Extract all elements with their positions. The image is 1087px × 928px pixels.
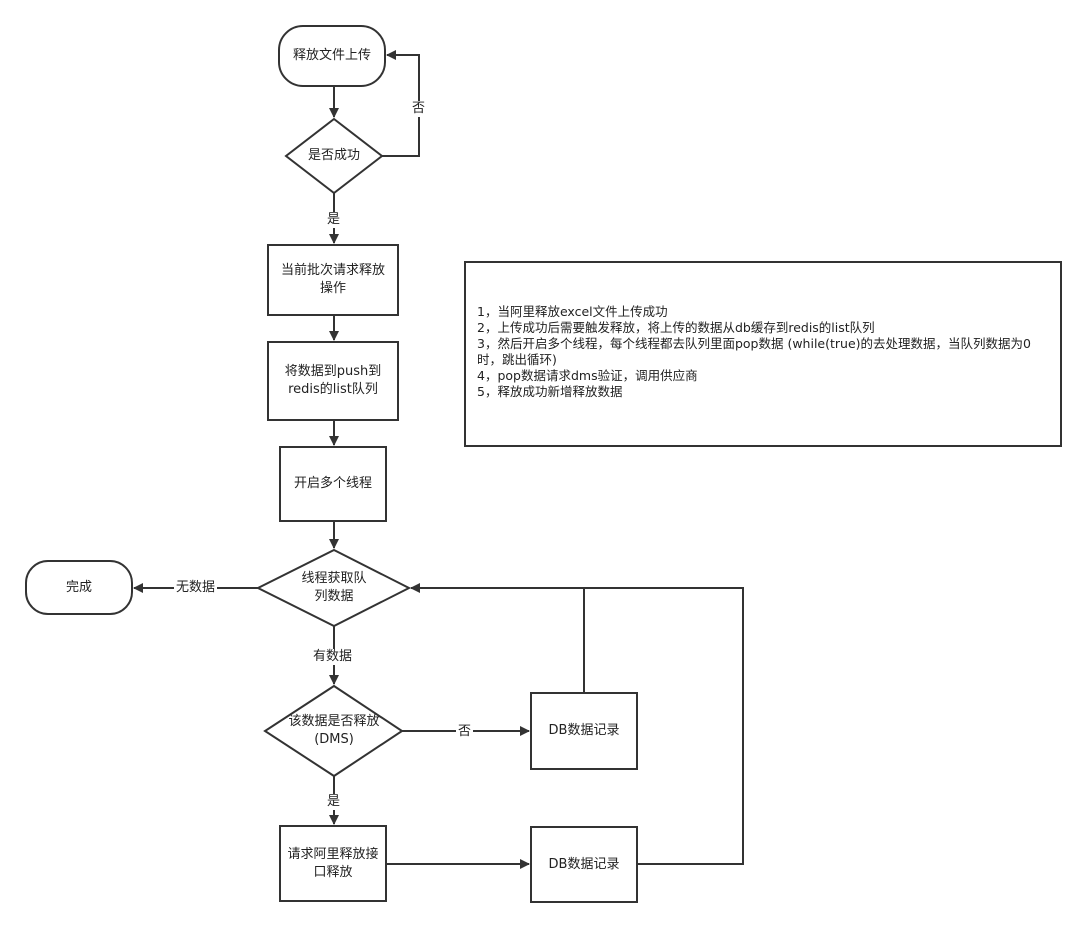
request-release-label: 当前批次请求释放操作 bbox=[280, 263, 385, 296]
db-record-1-shape bbox=[530, 692, 638, 770]
edge-db2-loop bbox=[584, 587, 744, 865]
dms-decision: 该数据是否释放(DMS) bbox=[280, 710, 388, 752]
db-record-2-label: DB数据记录 bbox=[548, 856, 620, 872]
note-item-3: 3，然后开启多个线程，每个线程都去队列里面pop数据 (while(true)的… bbox=[477, 336, 1031, 367]
edge-label-not-released: 否 bbox=[456, 724, 474, 740]
done-label: 完成 bbox=[65, 579, 92, 595]
request-release-node: 当前批次请求释放操作 bbox=[276, 247, 390, 313]
note-item-2: 2，上传成功后需要触发释放，将上传的数据从db缓存到redis的list队列 bbox=[477, 320, 875, 335]
request-release-shape bbox=[267, 244, 399, 316]
fetch-queue-label: 线程获取队列数据 bbox=[301, 571, 367, 604]
notes-box bbox=[464, 261, 1062, 447]
success-decision: 是否成功 bbox=[290, 140, 378, 172]
edge-label-no-retry: 否 bbox=[410, 101, 428, 117]
start-threads-shape bbox=[279, 446, 387, 522]
upload-node-shape bbox=[278, 25, 386, 87]
upload-node: 释放文件上传 bbox=[279, 26, 385, 86]
start-threads-label: 开启多个线程 bbox=[293, 476, 372, 491]
db-record-2-node: DB数据记录 bbox=[531, 827, 637, 902]
db-record-1-node: DB数据记录 bbox=[531, 693, 637, 769]
upload-node-label: 释放文件上传 bbox=[292, 48, 371, 63]
edge-label-no-data: 无数据 bbox=[174, 580, 218, 596]
done-node-shape bbox=[25, 560, 133, 615]
edge-label-released: 是 bbox=[325, 794, 343, 810]
done-node: 完成 bbox=[26, 561, 132, 614]
call-api-node: 请求阿里释放接口释放 bbox=[284, 826, 382, 901]
edge-db1-loop bbox=[410, 583, 585, 693]
db-record-1-label: DB数据记录 bbox=[548, 723, 620, 738]
note-item-5: 5，释放成功新增释放数据 bbox=[477, 384, 623, 399]
push-redis-node: 将数据到push到redis的list队列 bbox=[276, 344, 390, 418]
note-item-4: 4，pop数据请求dms验证，调用供应商 bbox=[477, 368, 698, 383]
start-threads-node: 开启多个线程 bbox=[280, 447, 386, 521]
note-item-1: 1，当阿里释放excel文件上传成功 bbox=[477, 304, 668, 319]
notes-text: 1，当阿里释放excel文件上传成功 2，上传成功后需要触发释放，将上传的数据从… bbox=[477, 304, 1052, 400]
fetch-queue-decision: 线程获取队列数据 bbox=[296, 568, 372, 608]
call-api-label: 请求阿里释放接口释放 bbox=[287, 846, 379, 880]
success-decision-label: 是否成功 bbox=[307, 148, 360, 163]
edge-label-has-data: 有数据 bbox=[311, 649, 355, 665]
push-redis-label: 将数据到push到redis的list队列 bbox=[284, 364, 382, 397]
dms-decision-label: 该数据是否释放(DMS) bbox=[288, 714, 380, 747]
push-redis-shape bbox=[267, 341, 399, 421]
edge-label-yes-continue: 是 bbox=[325, 212, 343, 228]
